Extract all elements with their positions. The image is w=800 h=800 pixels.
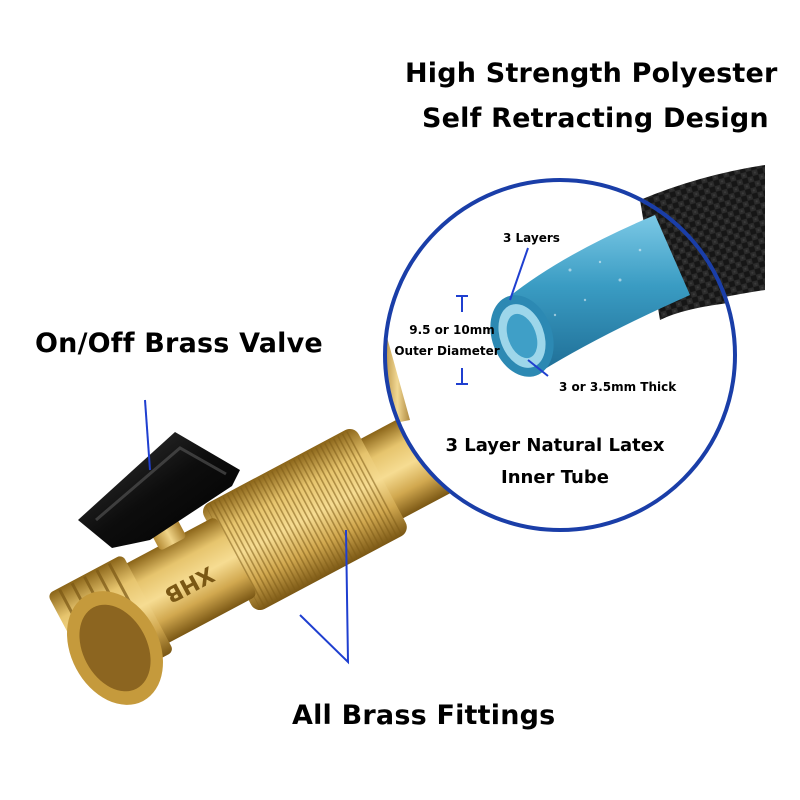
valve-handle-highlight	[95, 446, 227, 522]
valve-handle	[78, 432, 240, 548]
fittings-callout: All Brass Fittings	[292, 700, 556, 731]
pointer-lines	[144, 247, 549, 665]
headline-line2: Self Retracting Design	[422, 103, 769, 134]
diameter-callout-line2: Outer Diameter	[394, 344, 500, 358]
thickness-callout: 3 or 3.5mm Thick	[559, 380, 677, 394]
fitting-opening	[79, 604, 151, 692]
tube-title-line1: 3 Layer Natural Latex	[445, 435, 665, 456]
tube-title-line2: Inner Tube	[501, 467, 609, 488]
tube-end-inner	[506, 313, 538, 359]
pointer-thickness	[527, 359, 549, 377]
valve-callout: On/Off Brass Valve	[35, 328, 323, 359]
pointer-layers	[509, 247, 529, 301]
headline-line1: High Strength Polyester	[405, 58, 778, 89]
layers-callout: 3 Layers	[503, 231, 560, 245]
knurl-texture	[205, 430, 405, 609]
dimension-marker	[456, 295, 468, 385]
pointer-fittings	[299, 529, 350, 665]
tube-speckle	[553, 248, 642, 317]
pointer-valve	[144, 399, 151, 471]
diameter-callout-line1: 9.5 or 10mm	[409, 323, 495, 337]
valve-body	[120, 518, 256, 646]
magnifier-border	[383, 178, 737, 532]
